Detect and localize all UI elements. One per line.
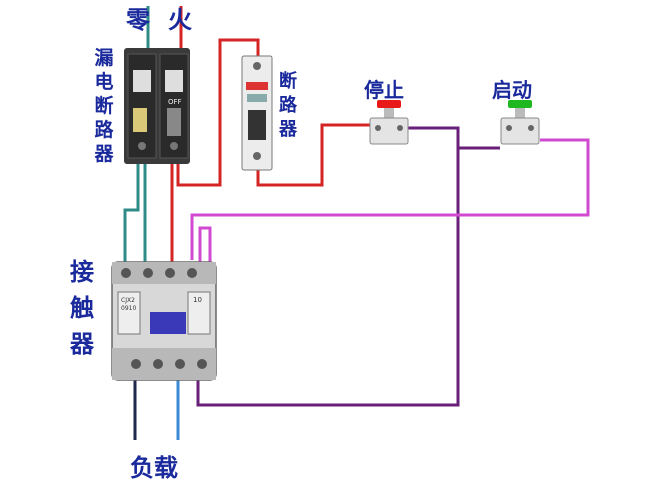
stop-button-device xyxy=(369,100,409,145)
leakage-breaker xyxy=(124,48,190,164)
contactor-device xyxy=(111,261,217,381)
contactor-model-line1: CJX2 xyxy=(121,297,135,304)
circuit-breaker-label: 断 路 器 xyxy=(279,71,297,140)
contactor-aux-mark: 10 xyxy=(193,296,202,304)
leakage-breaker-label: 漏 电 断 路 器 xyxy=(94,47,114,165)
live-wires xyxy=(170,6,372,265)
neutral-label: 零 xyxy=(126,6,150,34)
live-label: 火 xyxy=(168,6,192,34)
load-label: 负载 xyxy=(130,454,178,482)
start-button-device xyxy=(500,100,540,145)
neutral-wires xyxy=(123,6,150,265)
start-label: 启动 xyxy=(492,78,532,102)
contactor-label: 接 触 器 xyxy=(70,258,94,358)
control-wires xyxy=(196,126,500,407)
contactor-model-line2: 0910 xyxy=(121,305,136,312)
breaker-off-mark: OFF xyxy=(168,98,182,106)
stop-label: 停止 xyxy=(364,78,404,102)
circuit-breaker xyxy=(241,55,273,171)
return-wires xyxy=(190,138,590,262)
